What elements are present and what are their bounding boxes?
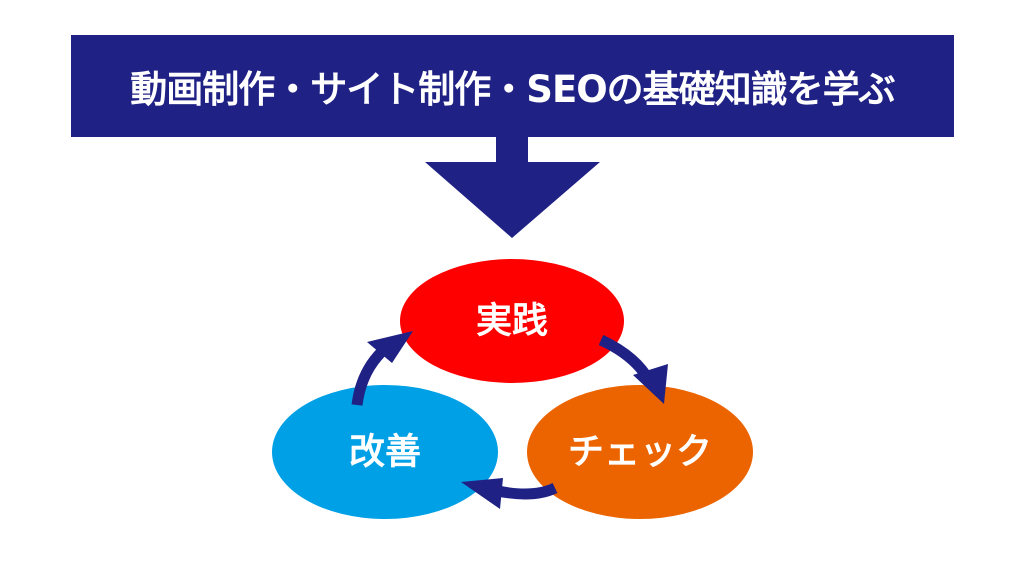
title-banner: 動画制作・サイト制作・SEOの基礎知識を学ぶ	[71, 35, 954, 137]
node-improve-label: 改善	[349, 432, 421, 473]
arrowhead-icon	[633, 364, 668, 404]
node-improve: 改善	[272, 385, 498, 519]
arrow-improve-to-practice	[351, 331, 413, 406]
node-check-label: チェック	[568, 432, 712, 473]
banner-title: 動画制作・サイト制作・SEOの基礎知識を学ぶ	[130, 68, 895, 111]
node-improve-shape	[272, 385, 498, 519]
node-practice-shape	[400, 259, 624, 383]
down-arrow-icon	[425, 136, 600, 238]
arrow-check-to-improve	[461, 478, 558, 509]
node-practice-label: 実践	[476, 301, 548, 342]
arrow-practice-to-check	[598, 334, 668, 404]
node-check-shape	[527, 385, 753, 519]
node-practice: 実践	[400, 259, 624, 383]
arrowhead-icon	[367, 331, 413, 363]
arrowhead-icon	[461, 478, 503, 509]
node-check: チェック	[527, 385, 753, 519]
